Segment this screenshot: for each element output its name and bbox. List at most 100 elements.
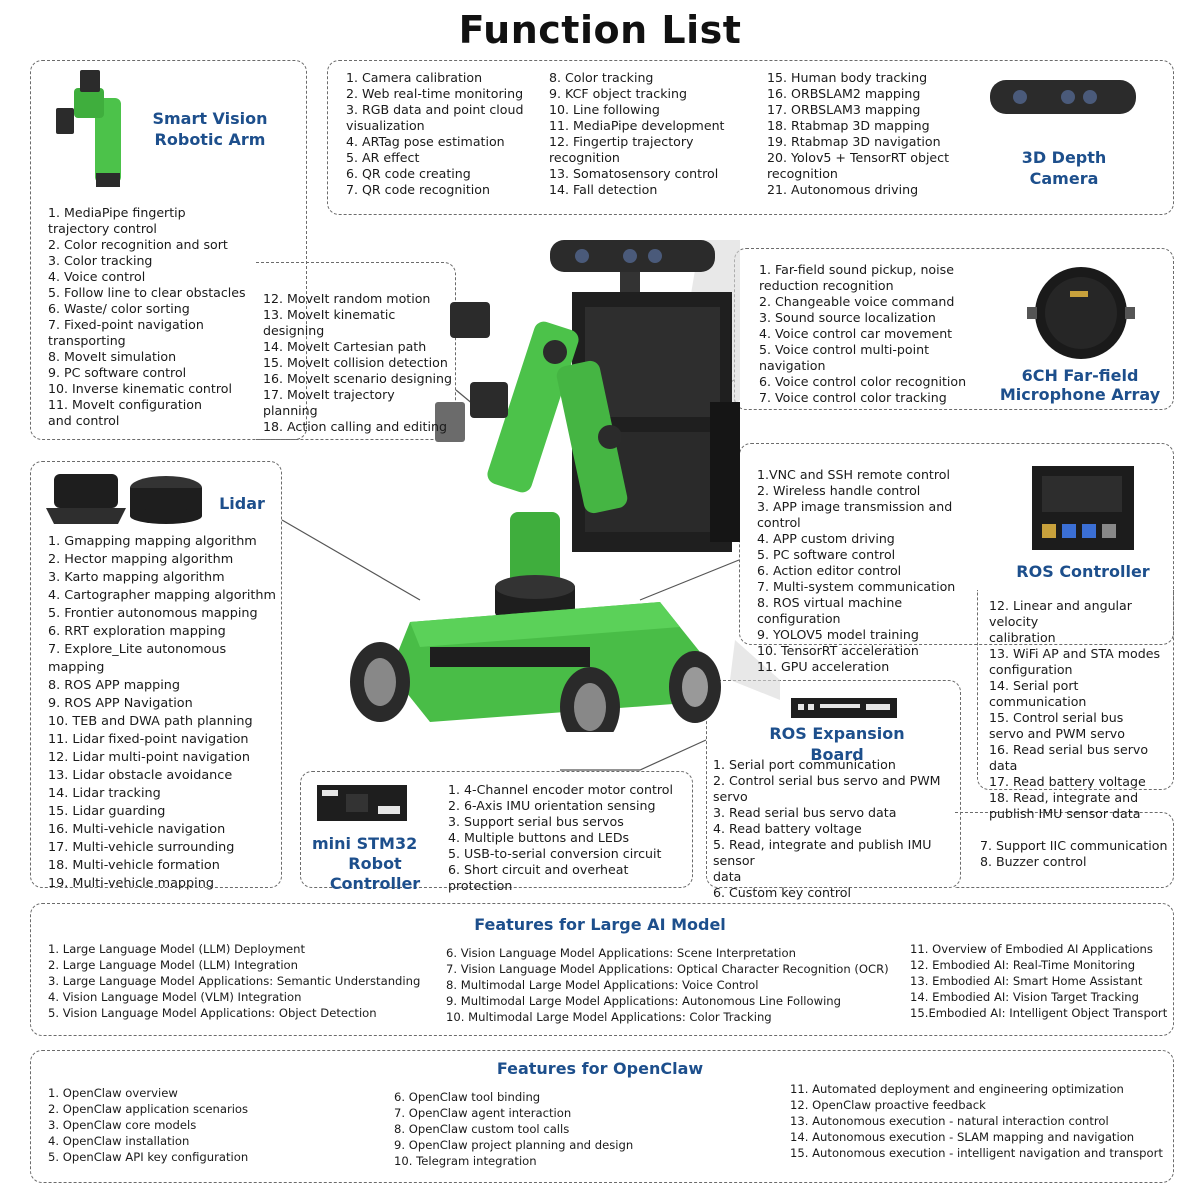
- arm-heading-line1: Smart Vision: [152, 109, 268, 128]
- list-item: 6. RRT exploration mapping: [48, 624, 226, 639]
- list-item: 16. ORBSLAM2 mapping: [767, 86, 921, 101]
- list-item: 12. OpenClaw proactive feedback: [790, 1098, 986, 1112]
- list-item: 5. Voice control multi-point: [759, 342, 930, 357]
- list-item: navigation: [759, 358, 826, 373]
- list-item: 5. Follow line to clear obstacles: [48, 285, 246, 300]
- list-item: 12. Embodied AI: Real-Time Monitoring: [910, 958, 1136, 972]
- list-item: 5. Vision Language Model Applications: O…: [48, 1006, 377, 1020]
- ai-list-col3: 11. Overview of Embodied AI Applications…: [910, 941, 1172, 1021]
- mic-heading-line1: 6CH Far-field: [1021, 366, 1139, 385]
- list-item: 9. ROS APP Navigation: [48, 696, 193, 711]
- list-item: 10. TensorRT acceleration: [757, 643, 919, 658]
- list-item: 7. OpenClaw agent interaction: [394, 1106, 572, 1120]
- ros-controller-heading: ROS Controller: [1016, 562, 1150, 581]
- list-item: 13. Lidar obstacle avoidance: [48, 768, 233, 783]
- list-item: 18. Multi-vehicle formation: [48, 858, 220, 873]
- list-item: 7. Support IIC communication: [980, 838, 1168, 853]
- list-item: 6. Short circuit and overheat protection: [448, 862, 629, 893]
- list-item: and control: [48, 413, 120, 428]
- list-item: 6. Action editor control: [757, 563, 902, 578]
- microphone-array-icon: [1027, 267, 1135, 359]
- list-item: 7. Fixed-point navigation: [48, 317, 204, 332]
- list-item: 14. Embodied AI: Vision Target Tracking: [910, 990, 1139, 1004]
- depth-camera-icon: [990, 80, 1136, 114]
- list-item: 4. ARTag pose estimation: [346, 134, 505, 149]
- list-item: 18. Read, integrate and: [989, 790, 1139, 805]
- stm32-panel: [300, 771, 693, 888]
- list-item: 12. Linear and angular velocity: [989, 598, 1132, 629]
- list-item: 1.VNC and SSH remote control: [757, 467, 950, 482]
- list-item: 6. Custom key control: [713, 885, 851, 900]
- list-item: 18. Rtabmap 3D mapping: [767, 118, 930, 133]
- expansion-panel-right: [955, 812, 1174, 888]
- list-item: 2. Color recognition and sort: [48, 237, 228, 252]
- list-item: 9. Multimodal Large Model Applications: …: [446, 994, 842, 1008]
- list-item: data: [713, 869, 742, 884]
- list-item: 15.Embodied AI: Intelligent Object Trans…: [910, 1006, 1168, 1020]
- list-item: 9. KCF object tracking: [549, 86, 687, 101]
- list-item: 5. PC software control: [757, 547, 896, 562]
- list-item: 2. Large Language Model (LLM) Integratio…: [48, 958, 298, 972]
- list-item: 2. Control serial bus servo and PWM serv…: [713, 773, 941, 804]
- list-item: 15. Human body tracking: [767, 70, 928, 85]
- list-item: 8. Color tracking: [549, 70, 654, 85]
- list-item: 8. OpenClaw custom tool calls: [394, 1122, 570, 1136]
- camera-heading-line2: Camera: [1029, 169, 1099, 188]
- list-item: 3. Karto mapping algorithm: [48, 570, 225, 585]
- list-item: transporting: [48, 333, 126, 348]
- list-item: 16. MoveIt scenario designing: [263, 371, 453, 386]
- list-item: 10. Line following: [549, 102, 660, 117]
- list-item: 6. QR code creating: [346, 166, 471, 181]
- list-item: 2. 6-Axis IMU orientation sensing: [448, 798, 656, 813]
- list-item: 6. Voice control color recognition: [759, 374, 967, 389]
- robot-wheels: [350, 642, 721, 732]
- list-item: 15. Autonomous execution - intelligent n…: [790, 1146, 1163, 1160]
- camera-heading: 3D Depth Camera: [1004, 147, 1124, 189]
- list-item: 11. Automated deployment and engineering…: [790, 1082, 1124, 1096]
- list-item: 5. OpenClaw API key configuration: [48, 1150, 249, 1164]
- ai-panel: [30, 903, 1174, 1036]
- list-item: 14. Serial port communication: [989, 678, 1087, 709]
- robot-illustration: [350, 240, 740, 732]
- list-item: 2. Wireless handle control: [757, 483, 921, 498]
- list-item: 8. ROS virtual machine configuration: [757, 595, 903, 626]
- list-item: designing: [263, 323, 325, 338]
- list-item: 4. Voice control car movement: [759, 326, 953, 341]
- list-item: 10. Telegram integration: [394, 1154, 537, 1168]
- list-item: 13. Embodied AI: Smart Home Assistant: [910, 974, 1143, 988]
- list-item: 4. Read battery voltage: [713, 821, 862, 836]
- ros-controller-board-icon: [1032, 466, 1134, 550]
- lidar-heading: Lidar: [219, 494, 265, 513]
- list-item: 3. Support serial bus servos: [448, 814, 624, 829]
- list-item: reduction recognition: [759, 278, 894, 293]
- list-item: 3. Read serial bus servo data: [713, 805, 897, 820]
- list-item: 11. GPU acceleration: [757, 659, 890, 674]
- list-item: 5. Read, integrate and publish IMU senso…: [713, 837, 932, 868]
- list-item: 10. Multimodal Large Model Applications:…: [446, 1010, 772, 1024]
- lidar-panel: [30, 461, 282, 888]
- list-item: 3. OpenClaw core models: [48, 1118, 197, 1132]
- list-item: 14. Fall detection: [549, 182, 658, 197]
- arm-panel-extension: [256, 262, 456, 440]
- list-item: 3. RGB data and point cloud: [346, 102, 524, 117]
- mic-heading-line2: Microphone Array: [999, 385, 1161, 404]
- list-item: 4. Voice control: [48, 269, 146, 284]
- stm32-heading-line1: mini STM32: [312, 834, 418, 853]
- list-item: 6. Waste/ color sorting: [48, 301, 190, 316]
- list-item: 14. Autonomous execution - SLAM mapping …: [790, 1130, 1135, 1144]
- list-item: 8. ROS APP mapping: [48, 678, 181, 693]
- list-item: 17. MoveIt trajectory planning: [263, 387, 395, 418]
- list-item: 4. Cartographer mapping algorithm: [48, 588, 276, 603]
- list-item: 2. Changeable voice command: [759, 294, 955, 309]
- list-item: trajectory control: [48, 221, 157, 236]
- mic-heading: 6CH Far-field Microphone Array: [995, 366, 1165, 404]
- list-item: 17. Multi-vehicle surrounding: [48, 840, 235, 855]
